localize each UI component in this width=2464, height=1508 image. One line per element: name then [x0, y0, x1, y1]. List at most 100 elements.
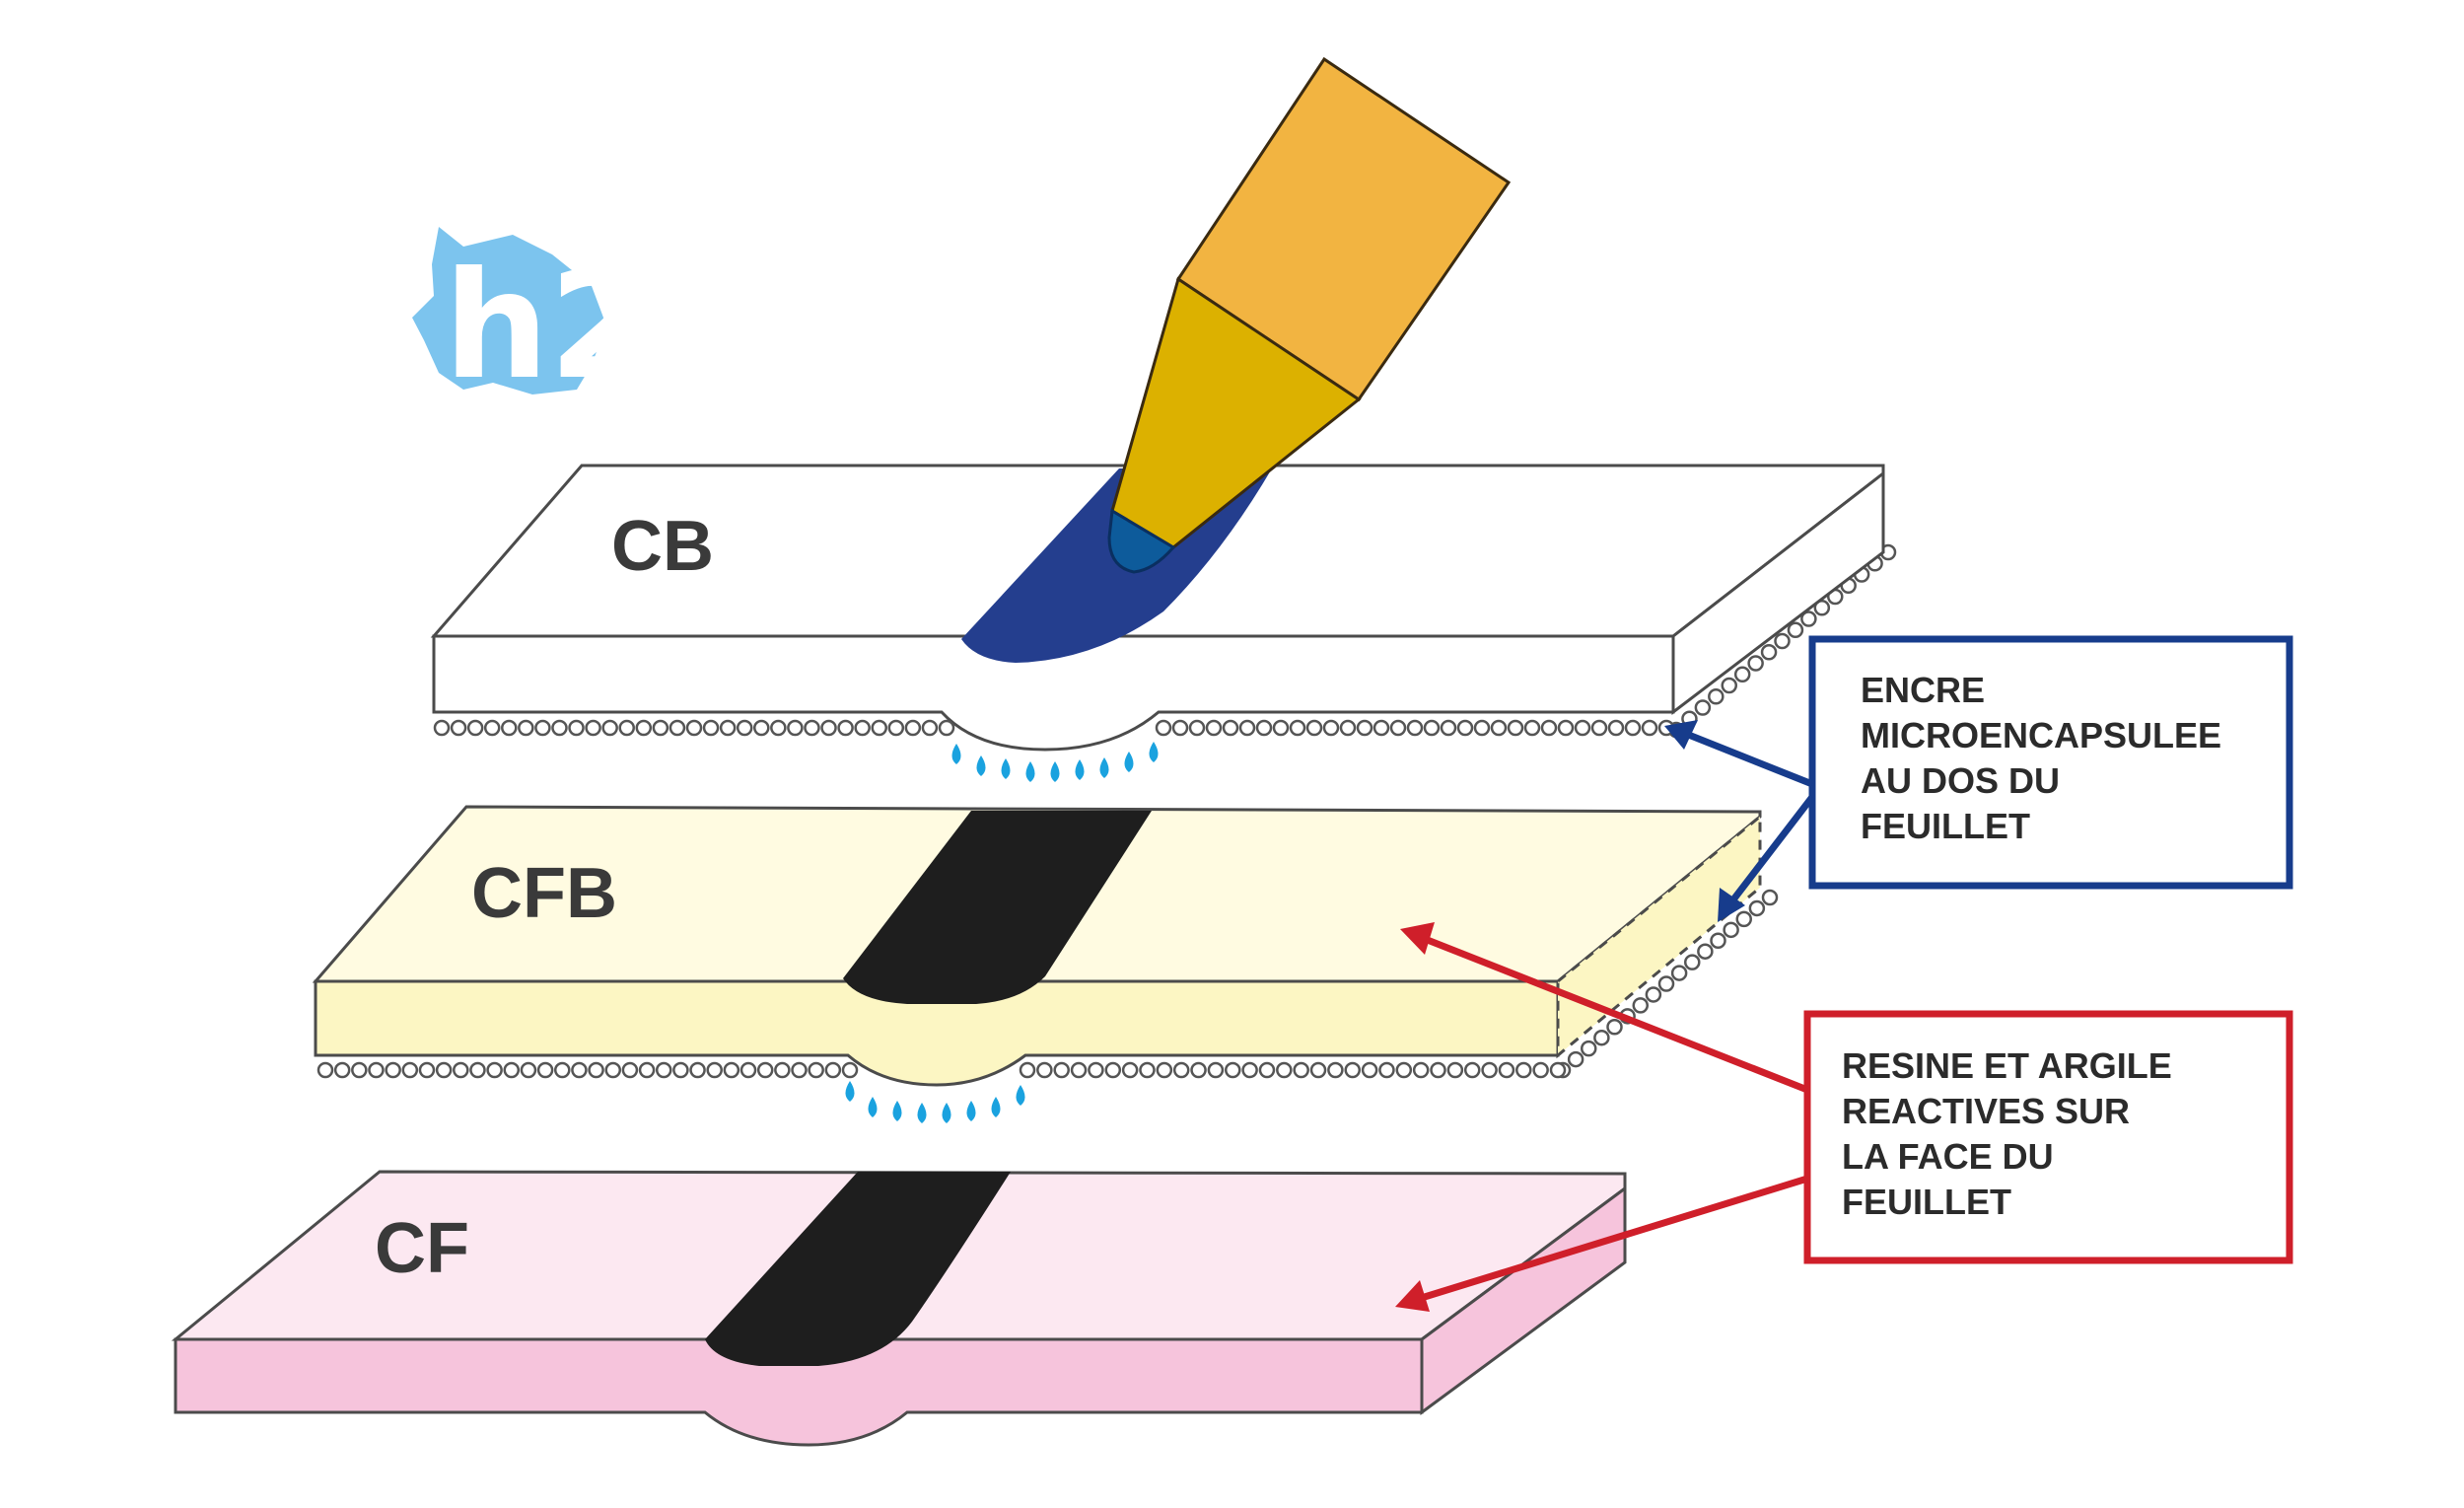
microcapsule	[1498, 1061, 1515, 1079]
pen	[1107, 56, 1512, 574]
microcapsule	[635, 719, 653, 737]
microcapsule	[1710, 932, 1726, 949]
microcapsule	[453, 1061, 469, 1079]
ink-drop	[976, 755, 986, 776]
microcapsule	[1590, 719, 1608, 737]
microcapsule	[1327, 1061, 1344, 1079]
microcapsule	[1070, 1061, 1088, 1079]
microcapsule	[1190, 1061, 1207, 1079]
microcapsule	[1800, 610, 1817, 627]
microcapsule	[824, 1061, 842, 1079]
microcapsule	[1574, 719, 1591, 737]
capsules-arrow-to-cb	[1674, 726, 1814, 788]
microcapsule	[1549, 1061, 1567, 1079]
ink-drop	[868, 1097, 878, 1117]
microcapsule	[887, 719, 905, 737]
microcapsule	[450, 719, 467, 737]
microcapsule	[1684, 954, 1701, 970]
cfb-right-face	[1556, 813, 1762, 1059]
microcapsule	[1606, 1019, 1623, 1036]
cfb-black-mark	[843, 811, 1152, 1004]
microcapsule	[1225, 1061, 1241, 1079]
microcapsule	[433, 719, 451, 737]
microcapsule	[1222, 719, 1239, 737]
microcapsule	[1272, 719, 1290, 737]
microcapsule	[333, 1061, 351, 1079]
microcapsule	[536, 1061, 554, 1079]
microcapsule	[1344, 1061, 1361, 1079]
microcapsule	[736, 719, 753, 737]
microcapsule	[1430, 1061, 1446, 1079]
capsules-callout-line-1: ENCRE	[1861, 670, 1985, 710]
microcapsule	[1581, 1040, 1597, 1057]
cf-sheet: CF	[171, 1170, 1627, 1447]
cfb-label: CFB	[471, 854, 617, 933]
microcapsule	[1423, 719, 1441, 737]
microcapsule	[1624, 719, 1642, 737]
microcapsule	[1481, 1061, 1498, 1079]
microcapsule	[753, 719, 770, 737]
ink-drop	[966, 1101, 976, 1121]
microcapsule	[568, 719, 585, 737]
microcapsule	[520, 1061, 537, 1079]
ink-drop	[1001, 758, 1011, 779]
microcapsule	[518, 719, 534, 737]
microcapsule	[1733, 666, 1751, 682]
microcapsule	[1735, 910, 1752, 928]
microcapsule	[1373, 719, 1390, 737]
ink-drop	[1075, 759, 1085, 780]
microcapsule	[401, 1061, 419, 1079]
cb-ink-drops	[951, 742, 1159, 782]
microcapsule	[571, 1061, 588, 1079]
ink-drop	[1124, 752, 1134, 772]
microcapsule	[1188, 719, 1206, 737]
microcapsule	[837, 719, 854, 737]
microcapsule	[921, 719, 939, 737]
microcapsule	[1697, 943, 1714, 960]
microcapsule	[652, 719, 669, 737]
microcapsule	[435, 1061, 453, 1079]
microcapsule	[1632, 997, 1649, 1014]
ink-drop	[1025, 761, 1035, 782]
reactive-arrow-to-cf	[1413, 1175, 1809, 1304]
capsules-callout-line-2: MICROENCAPSULEE	[1861, 715, 2221, 755]
reactive-arrowhead-cfb	[1400, 922, 1435, 955]
ink-drop	[951, 744, 961, 764]
microcapsule	[1787, 621, 1804, 638]
microcapsule	[483, 719, 501, 737]
ink-drop	[1149, 742, 1159, 762]
ink-drop	[892, 1101, 902, 1121]
microcapsule	[1694, 699, 1712, 716]
microcapsule	[604, 1061, 621, 1079]
microcapsule	[1657, 975, 1675, 992]
reactive-callout-line-1: RESINE ET ARGILE	[1842, 1045, 2172, 1086]
capsules-callout-line-3: AU DOS DU	[1861, 760, 2060, 801]
microcapsule	[1747, 655, 1764, 672]
microcapsule	[554, 1061, 571, 1079]
cfb-capsule-row-front	[317, 1061, 1567, 1079]
microcapsule	[1440, 719, 1457, 737]
cfb-ink-drops	[845, 1081, 1025, 1123]
reactive-arrow-to-cfb	[1418, 933, 1809, 1094]
microcapsule	[534, 719, 551, 737]
microcapsule	[756, 1061, 774, 1079]
microcapsule	[503, 1061, 521, 1079]
cfb-sheet: CFB	[312, 805, 1779, 1123]
microcapsule	[770, 719, 787, 737]
microcapsule	[351, 1061, 368, 1079]
capsules-callout-line-4: FEUILLET	[1861, 806, 2030, 846]
microcapsule	[1641, 719, 1658, 737]
microcapsule	[1473, 719, 1491, 737]
microcapsule	[1258, 1061, 1276, 1079]
capsules-callout-box	[1808, 635, 2293, 890]
cf-right-face	[1420, 1185, 1627, 1415]
microcapsule	[1748, 899, 1766, 917]
microcapsule	[1378, 1061, 1395, 1079]
cf-label: CF	[375, 1209, 469, 1288]
microcapsule	[787, 719, 804, 737]
ink-drop	[1099, 757, 1109, 778]
microcapsule	[1490, 719, 1508, 737]
microcapsule	[655, 1061, 672, 1079]
ink-drop	[1050, 761, 1060, 782]
capsules-arrowhead-cb	[1664, 720, 1698, 750]
